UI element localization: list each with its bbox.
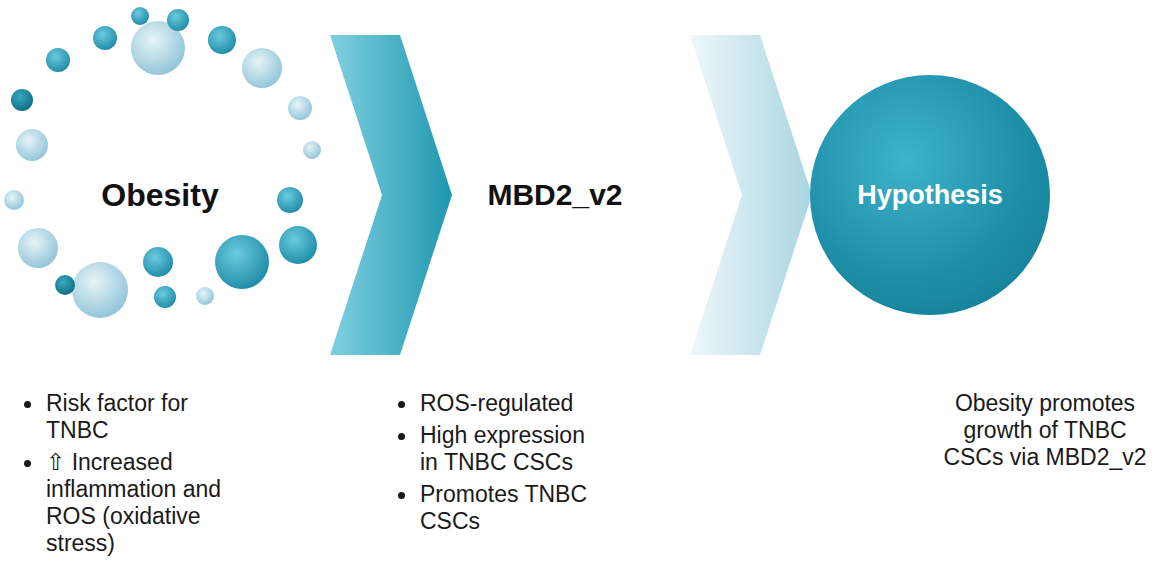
obesity-ring: Obesity (40, 150, 280, 240)
bullet-text: ROS-regulated (420, 390, 600, 417)
bullet-dot (24, 460, 31, 467)
bullet-text: ⇧ Increased inflammation and ROS (oxidat… (46, 449, 236, 557)
chevron-arrow (330, 35, 452, 355)
node-title: Hypothesis (857, 180, 1003, 211)
bullet-text: Risk factor for TNBC (46, 390, 236, 444)
gene-name: MBD2_v2 (487, 177, 622, 212)
bullet-dot (398, 492, 405, 499)
bullet-text: High expression in TNBC CSCs (420, 422, 600, 476)
bullet-dot (398, 401, 405, 408)
hypothesis-text: Obesity promotes growth of TNBC CSCs via… (942, 390, 1148, 471)
bullet-text: Promotes TNBC CSCs (420, 481, 600, 535)
node-title: Obesity (101, 177, 218, 214)
bubble-ring (4, 7, 321, 318)
bullet-dot (24, 401, 31, 408)
hypothesis-circle: Hypothesis (810, 75, 1050, 315)
chevron-arrow (690, 35, 812, 355)
bullet-dot (398, 433, 405, 440)
